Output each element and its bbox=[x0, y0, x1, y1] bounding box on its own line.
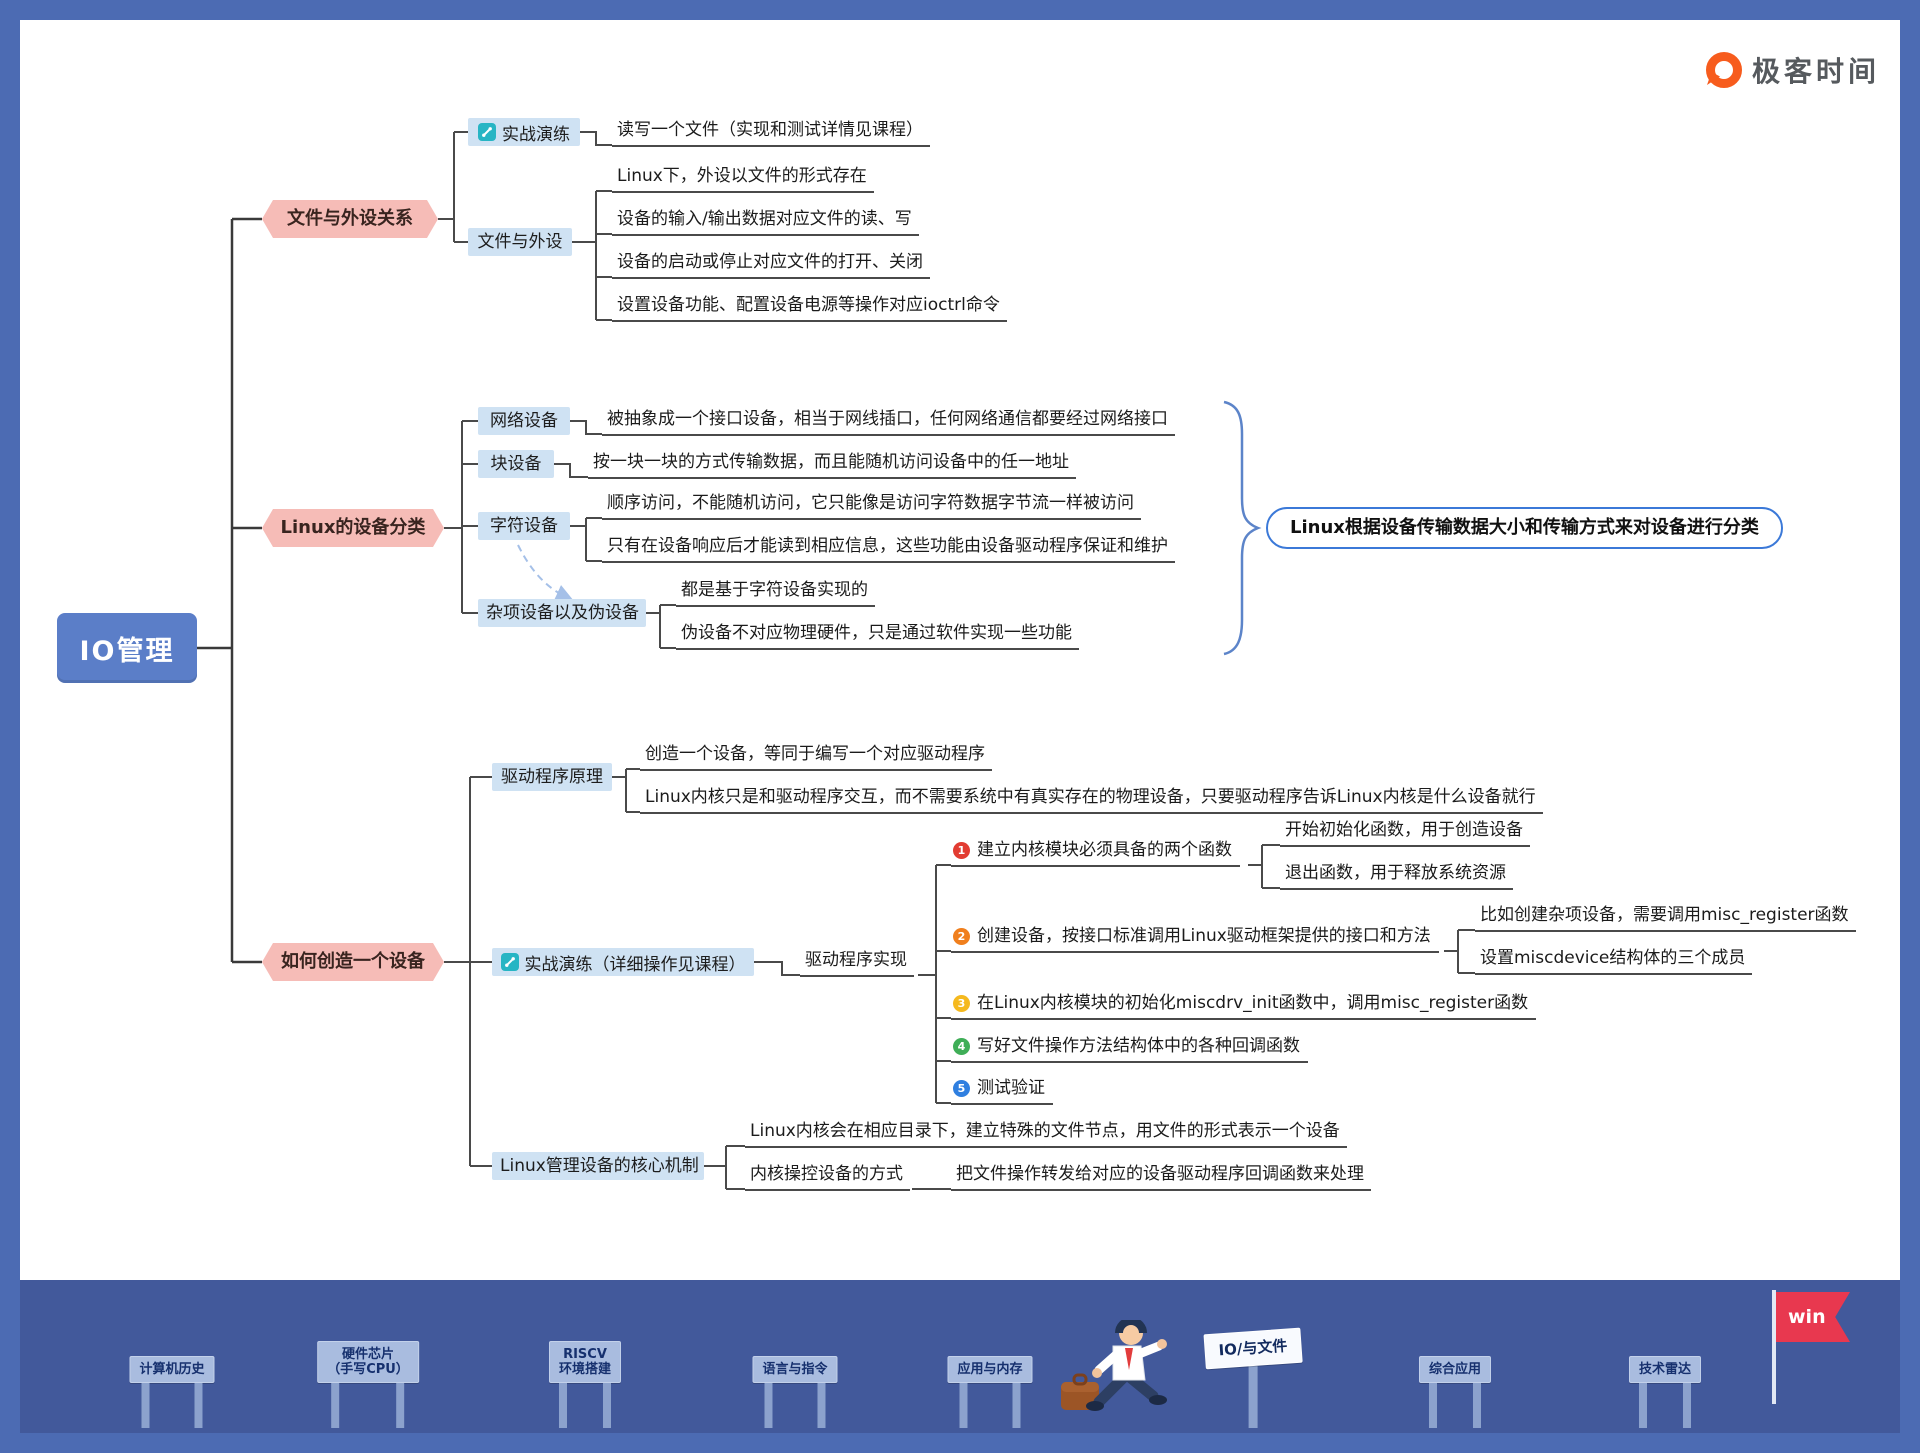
root-node: IO管理 bbox=[57, 613, 197, 683]
step-4: 4 写好文件操作方法结构体中的各种回调函数 bbox=[951, 1035, 1308, 1063]
step-5: 5 测试验证 bbox=[951, 1077, 1053, 1105]
step-2-text: 创建设备，按接口标准调用Linux驱动框架提供的接口和方法 bbox=[977, 926, 1431, 946]
node-practice-2: 实战演练（详细操作见课程） bbox=[492, 948, 754, 976]
node-practice-1: 实战演练 bbox=[468, 118, 580, 146]
leaf: 设备的输入/输出数据对应文件的读、写 bbox=[612, 208, 919, 236]
node-core-mechanism: Linux管理设备的核心机制 bbox=[492, 1152, 704, 1180]
sign-hardware-chip: 硬件芯片 （手写CPU） bbox=[317, 1341, 419, 1428]
brand-name: 极客时间 bbox=[1752, 55, 1881, 88]
node-files: 文件与外设 bbox=[468, 228, 572, 256]
leaf: 都是基于字符设备实现的 bbox=[676, 579, 875, 607]
branch2-lines bbox=[444, 420, 676, 649]
classification-annotation: Linux根据设备传输数据大小和传输方式来对设备进行分类 bbox=[1266, 507, 1783, 549]
leaf: 设置设备功能、配置设备电源等操作对应ioctrl命令 bbox=[612, 294, 1007, 322]
branch3-lines bbox=[444, 768, 1475, 1190]
leaf: Linux内核只是和驱动程序交互，而不需要系统中有真实存在的物理设备，只要驱动程… bbox=[640, 786, 1543, 814]
brand: 极客时间 bbox=[1706, 50, 1880, 90]
sign-app-memory: 应用与内存 bbox=[947, 1356, 1033, 1428]
running-person-illustration bbox=[1055, 1317, 1175, 1430]
step-1: 1 建立内核模块必须具备的两个函数 bbox=[951, 839, 1240, 867]
link-icon bbox=[478, 123, 496, 141]
leaf: Linux下，外设以文件的形式存在 bbox=[612, 165, 874, 193]
leaf: 只有在设备响应后才能读到相应信息，这些功能由设备驱动程序保证和维护 bbox=[602, 535, 1175, 563]
sign-io-files: IO/与文件 bbox=[1203, 1327, 1303, 1428]
node-network-device: 网络设备 bbox=[478, 407, 570, 435]
step-2-badge: 2 bbox=[953, 927, 970, 945]
step-5-text: 测试验证 bbox=[977, 1078, 1045, 1098]
step-3: 3 在Linux内核模块的初始化miscdrv_init函数中，调用misc_r… bbox=[951, 992, 1537, 1020]
step-4-text: 写好文件操作方法结构体中的各种回调函数 bbox=[977, 1036, 1300, 1056]
leaf: 读写一个文件（实现和测试详情见课程） bbox=[612, 119, 930, 147]
link-icon bbox=[500, 953, 519, 971]
leaf: 伪设备不对应物理硬件，只是通过软件实现一些功能 bbox=[676, 622, 1079, 650]
node-char-device: 字符设备 bbox=[478, 512, 570, 540]
leaf: 按一块一块的方式传输数据，而且能随机访问设备中的任一地址 bbox=[588, 451, 1076, 479]
node-practice-1-label: 实战演练 bbox=[502, 124, 570, 145]
geektime-logo-icon bbox=[1706, 52, 1742, 88]
node-practice-2-label: 实战演练（详细操作见课程） bbox=[524, 954, 746, 975]
sign-language-instructions: 语言与指令 bbox=[752, 1356, 838, 1428]
leaf: 创造一个设备，等同于编写一个对应驱动程序 bbox=[640, 743, 992, 771]
leaf: 被抽象成一个接口设备，相当于网线插口，任何网络通信都要经过网络接口 bbox=[602, 408, 1175, 436]
sign-tech-radar: 技术雷达 bbox=[1628, 1356, 1702, 1428]
step-4-badge: 4 bbox=[953, 1037, 970, 1055]
branch-files-devices: 文件与外设关系 bbox=[262, 200, 438, 238]
leaf: Linux内核会在相应目录下，建立特殊的文件节点，用文件的形式表示一个设备 bbox=[745, 1120, 1347, 1148]
flag-pole bbox=[1772, 1290, 1776, 1404]
branch-device-classes: Linux的设备分类 bbox=[262, 509, 444, 547]
leaf: 开始初始化函数，用于创造设备 bbox=[1280, 819, 1530, 847]
sign-comprehensive: 综合应用 bbox=[1418, 1356, 1492, 1428]
step-3-badge: 3 bbox=[953, 994, 970, 1012]
win-flag-label: win bbox=[1788, 1306, 1826, 1328]
leaf: 顺序访问，不能随机访问，它只能像是访问字符数据字节流一样被访问 bbox=[602, 492, 1141, 520]
leaf: 比如创建杂项设备，需要调用misc_register函数 bbox=[1475, 904, 1856, 932]
step-1-text: 建立内核模块必须具备的两个函数 bbox=[977, 840, 1232, 860]
node-driver-principle: 驱动程序原理 bbox=[492, 763, 612, 791]
win-flag: win bbox=[1776, 1292, 1850, 1342]
leaf: 退出函数，用于释放系统资源 bbox=[1280, 862, 1513, 890]
course-roadmap-footer: win 计算机历史 硬件芯片 （手写CPU） RISCV 环境搭建 语言与指令 … bbox=[20, 1280, 1900, 1433]
step-2: 2 创建设备，按接口标准调用Linux驱动框架提供的接口和方法 bbox=[951, 925, 1439, 953]
sign-computer-history: 计算机历史 bbox=[129, 1356, 215, 1428]
branch1-lines bbox=[438, 131, 612, 321]
branch-create-device: 如何创造一个设备 bbox=[262, 943, 444, 981]
step-3-text: 在Linux内核模块的初始化miscdrv_init函数中，调用misc_reg… bbox=[977, 993, 1529, 1013]
step-5-badge: 5 bbox=[953, 1079, 970, 1097]
sign-riscv-env: RISCV 环境搭建 bbox=[548, 1341, 622, 1428]
node-driver-impl: 驱动程序实现 bbox=[800, 949, 914, 977]
leaf: 设备的启动或停止对应文件的打开、关闭 bbox=[612, 251, 930, 279]
leaf: 把文件操作转发给对应的设备驱动程序回调函数来处理 bbox=[951, 1163, 1371, 1191]
leaf: 设置miscdevice结构体的三个成员 bbox=[1475, 947, 1753, 975]
dashed-relation-arrow bbox=[517, 544, 574, 602]
step-1-badge: 1 bbox=[953, 841, 970, 859]
grouping-brace bbox=[1223, 400, 1262, 656]
node-misc-device: 杂项设备以及伪设备 bbox=[478, 599, 646, 627]
trunk-lines bbox=[197, 217, 262, 964]
node-block-device: 块设备 bbox=[478, 450, 554, 478]
node-kernel-control: 内核操控设备的方式 bbox=[745, 1163, 910, 1191]
